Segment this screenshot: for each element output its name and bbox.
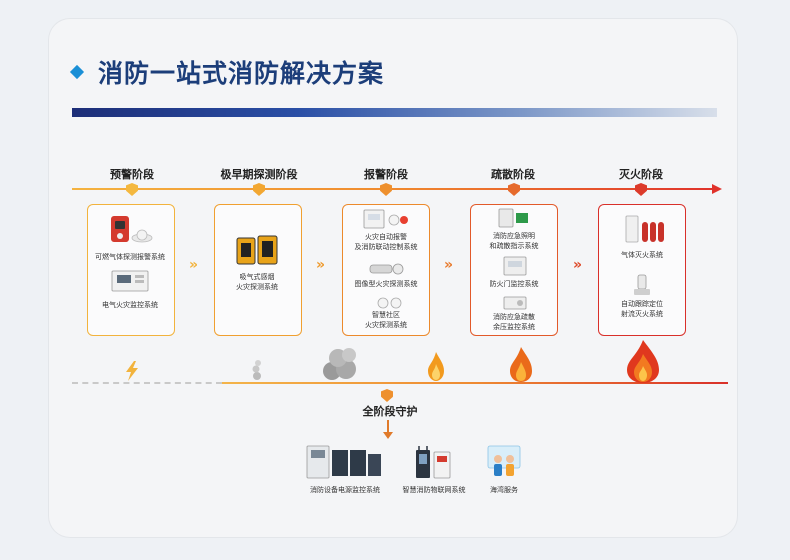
shield-icon xyxy=(380,183,392,196)
stage-label-alarm: 报警阶段 xyxy=(364,168,408,181)
image-fire-camera-icon xyxy=(369,263,404,275)
electrical-monitor-icon xyxy=(111,270,149,292)
item-label: 可燃气体探测报警系统 xyxy=(95,253,165,261)
item-label: 图像型火灾探测系统 xyxy=(354,280,418,288)
chevron-right-icon: » xyxy=(316,257,326,273)
lightning-icon xyxy=(126,361,138,381)
item-label: 消防应急照明 和疏散指示系统 xyxy=(489,232,539,250)
fire-door-monitor-icon xyxy=(503,256,527,276)
title-block: 消防一站式消防解决方案 xyxy=(69,52,385,92)
stage-timeline xyxy=(72,188,714,190)
flame-small-icon xyxy=(428,352,444,381)
shield-icon xyxy=(508,183,520,196)
timeline-arrow-icon xyxy=(712,184,722,194)
stage-label-early-detection: 极早期探测阶段 xyxy=(220,168,298,181)
stage-box-early-detection xyxy=(214,204,302,336)
item-label: 防火门监控系统 xyxy=(489,280,539,288)
progression-line xyxy=(222,382,728,384)
item-label: 火灾自动报警 及消防联动控制系统 xyxy=(354,233,418,251)
service-label: 消防设备电源监控系统 xyxy=(310,486,380,494)
shield-icon xyxy=(381,389,393,402)
service-label: 智慧消防物联网系统 xyxy=(402,486,466,494)
item-label: 消防应急疏散 余压监控系统 xyxy=(493,313,535,331)
item-label: 气体灭火系统 xyxy=(621,251,663,259)
item-label: 智慧社区 火灾探测系统 xyxy=(365,311,407,329)
flame-medium-icon xyxy=(510,347,532,382)
service-people-icon xyxy=(487,445,521,476)
item-label: 吸气式感烟 火灾探测系统 xyxy=(236,273,278,291)
item-label: 电气火灾监控系统 xyxy=(102,301,158,309)
item-label: 自动跟踪定位 射流灭火系统 xyxy=(621,300,663,318)
service-label: 海湾服务 xyxy=(490,486,518,494)
chevron-right-icon: » xyxy=(189,257,199,273)
title-underline-bar xyxy=(72,108,717,117)
emergency-light-icon xyxy=(498,208,528,228)
fire-cannon-icon xyxy=(634,274,650,295)
diamond-bullet-icon xyxy=(69,64,85,80)
down-arrow-icon xyxy=(387,420,389,434)
shield-icon xyxy=(253,183,265,196)
stage-label-evacuation: 疏散阶段 xyxy=(491,168,535,181)
smoke-large-icon xyxy=(323,348,356,380)
down-arrow-head-icon xyxy=(383,432,393,439)
power-monitor-devices-icon xyxy=(306,445,381,479)
chevron-right-icon: » xyxy=(573,257,583,273)
all-stage-label: 全阶段守护 xyxy=(362,405,418,418)
progression-line-dashed xyxy=(72,382,222,384)
fire-alarm-panel-icon xyxy=(363,209,408,229)
gas-detector-icon xyxy=(111,216,153,243)
smart-smoke-detector-icon xyxy=(377,297,402,309)
shield-icon xyxy=(635,183,647,196)
stage-label-warning: 预警阶段 xyxy=(110,168,154,181)
aspirating-detector-icon xyxy=(236,235,278,265)
flame-large-icon xyxy=(627,340,659,383)
shield-icon xyxy=(126,183,138,196)
pressure-monitor-icon xyxy=(503,296,527,310)
smoke-small-icon xyxy=(252,360,261,380)
stage-box-warning xyxy=(87,204,175,336)
chevron-right-icon: » xyxy=(444,257,454,273)
iot-device-icon xyxy=(416,446,451,479)
page-title: 消防一站式消防解决方案 xyxy=(98,59,385,88)
stage-label-extinguish: 灭火阶段 xyxy=(619,168,663,181)
gas-extinguishing-icon xyxy=(625,215,664,243)
